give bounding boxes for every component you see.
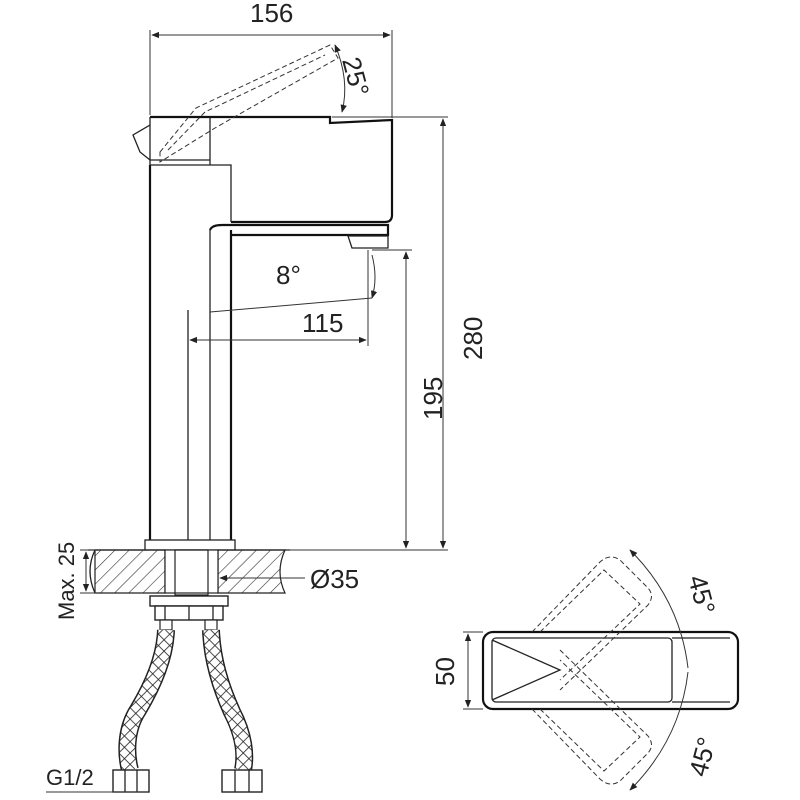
dim-handle-width-label: 50 — [430, 657, 460, 686]
dim-height-195: 195 — [372, 249, 448, 549]
dim-handle-angle-top-label: 45° — [682, 572, 721, 618]
inlet-hoses — [112, 629, 263, 793]
lever-rotated-outline — [159, 44, 339, 163]
dim-handle-angle-bottom: 45° — [629, 671, 722, 791]
dim-spout-angle: 8° — [209, 250, 378, 313]
faucet-body — [132, 115, 394, 540]
dim-handle-angle-top: 45° — [629, 549, 721, 669]
dim-inlet-thread: G1/2 — [46, 765, 148, 793]
dim-handle-width: 50 — [430, 631, 483, 710]
handle-rotated-outline-down — [531, 649, 652, 785]
deck-section — [88, 539, 290, 631]
dim-inlet-thread-label: G1/2 — [46, 765, 94, 790]
dim-deck-max-label: Max. 25 — [54, 542, 79, 620]
dim-deck-max: Max. 25 — [54, 542, 96, 620]
dim-hole-diameter: Ø35 — [219, 564, 359, 594]
dim-reach-115: 115 — [189, 300, 369, 346]
dim-height-280: 280 — [290, 116, 488, 551]
dim-width-156: 156 — [149, 0, 393, 118]
dim-handle-angle-bottom-label: 45° — [683, 734, 722, 780]
dim-lever-angle: 25° — [334, 44, 375, 113]
top-view: 45° 45° 50 — [430, 549, 740, 791]
dim-spout-angle-label: 8° — [276, 260, 301, 290]
handle-top-view — [481, 630, 740, 711]
dim-hole-diameter-label: Ø35 — [310, 564, 359, 594]
dim-reach-115-label: 115 — [302, 308, 343, 338]
dim-height-195-label: 195 — [418, 377, 448, 420]
dim-lever-angle-label: 25° — [336, 54, 375, 100]
dim-height-280-label: 280 — [458, 317, 488, 360]
dim-width-156-label: 156 — [250, 0, 293, 28]
handle-rotated-outline-up — [531, 556, 652, 691]
side-view: 156 25° 280 195 8° — [46, 0, 488, 793]
